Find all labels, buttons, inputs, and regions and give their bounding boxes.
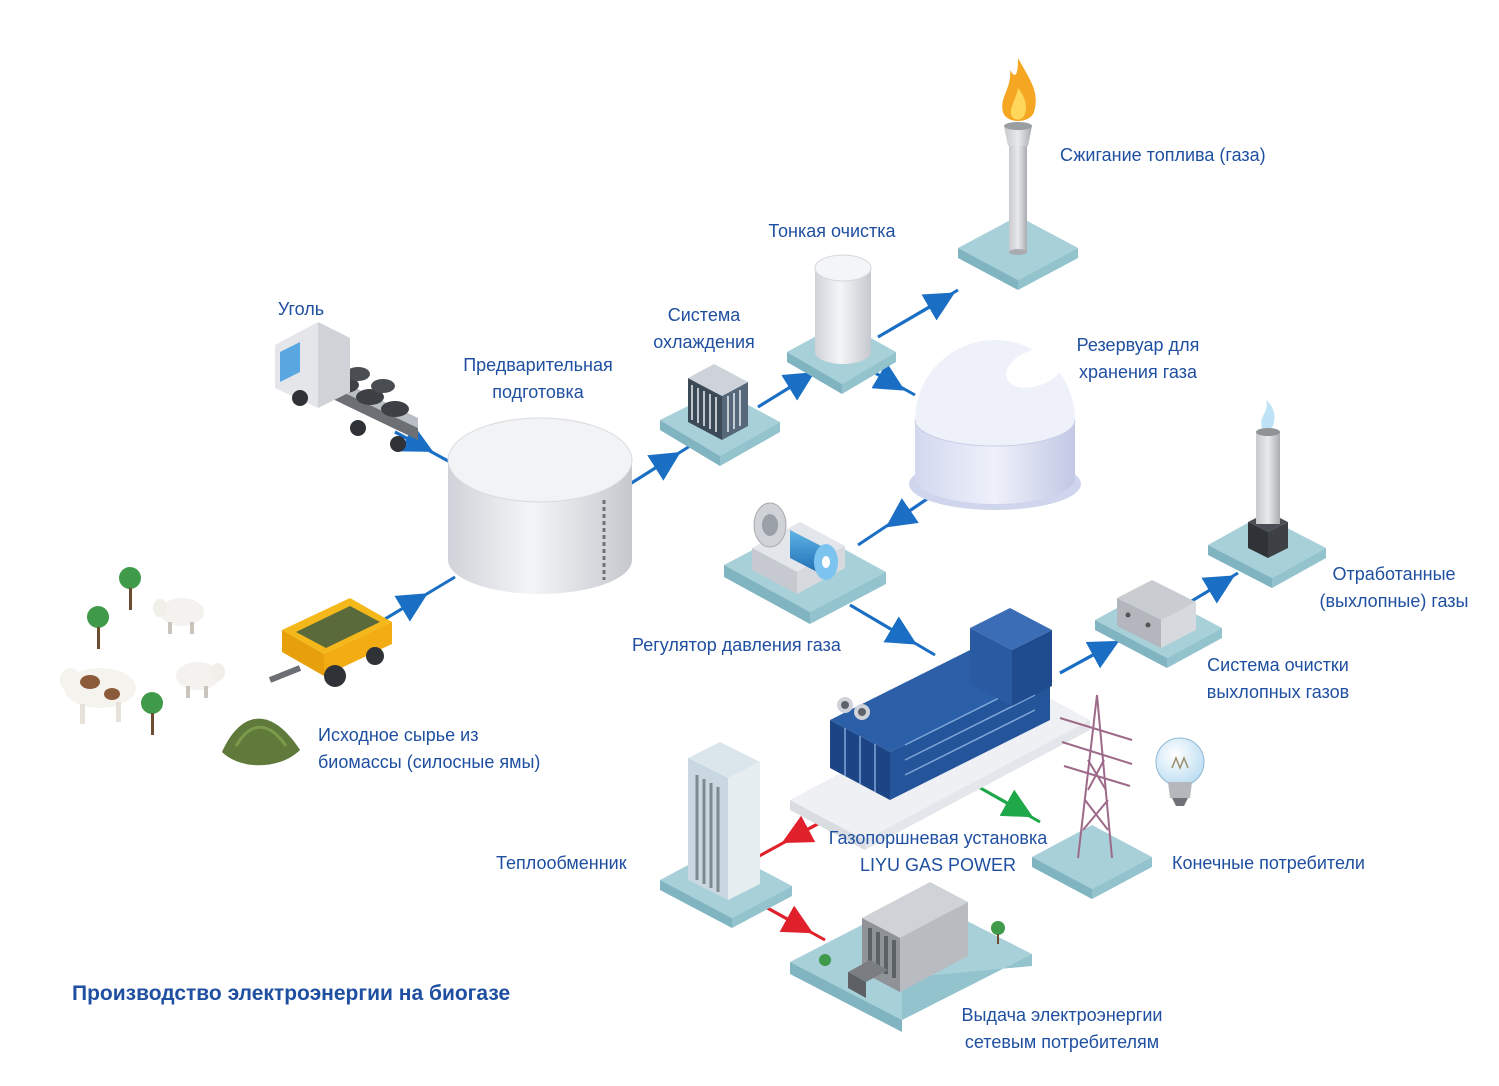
tree-icon bbox=[87, 567, 163, 735]
label-grid-output: Выдача электроэнергии сетевым потребител… bbox=[961, 1005, 1163, 1052]
label-biomass: Исходное сырье из биомассы (силосные ямы… bbox=[318, 725, 541, 772]
chimney-icon bbox=[1208, 400, 1326, 588]
gas-holder-dome-icon bbox=[909, 340, 1081, 510]
silage-pile-icon bbox=[222, 718, 300, 766]
label-fine-purification: Тонкая очистка bbox=[768, 221, 896, 241]
heat-exchanger-icon bbox=[660, 742, 792, 928]
label-exhaust-gases: Отработанные (выхлопные) газы bbox=[1319, 564, 1469, 611]
power-pylon-icon bbox=[1032, 694, 1152, 899]
purifier-cylinder-icon bbox=[787, 254, 896, 394]
page-title: Производство электроэнергии на биогазе bbox=[72, 982, 511, 1005]
label-coal: Уголь bbox=[277, 299, 325, 319]
cooling-unit-icon bbox=[660, 364, 780, 466]
label-heat-exchanger: Теплообменник bbox=[496, 853, 627, 873]
label-cooling-system: Система охлаждения bbox=[653, 305, 755, 352]
trailer-icon bbox=[268, 598, 392, 687]
pressure-regulator-icon bbox=[724, 502, 886, 624]
label-pressure-regulator: Регулятор давления газа bbox=[632, 635, 841, 655]
cow-icon bbox=[60, 668, 136, 724]
truck-icon bbox=[275, 322, 418, 452]
label-gas-engine: Газопоршневая установка LIYU GAS POWER bbox=[828, 828, 1048, 875]
label-pretreatment: Предварительная подготовка bbox=[463, 355, 613, 402]
label-exhaust-cleaning: Система очистки выхлопных газов bbox=[1206, 655, 1350, 702]
light-bulb-icon bbox=[1155, 737, 1205, 806]
office-building-icon bbox=[790, 882, 1032, 1032]
sheep-icon bbox=[153, 598, 225, 698]
gas-engine-icon bbox=[790, 608, 1090, 850]
flare-stack-icon bbox=[958, 58, 1078, 290]
label-gas-storage: Резервуар для хранения газа bbox=[1076, 335, 1200, 382]
label-end-consumers: Конечные потребители bbox=[1172, 853, 1365, 873]
label-flare: Сжигание топлива (газа) bbox=[1060, 145, 1266, 165]
digester-tank-icon bbox=[447, 417, 633, 594]
power-flow-lines bbox=[974, 783, 1041, 824]
exhaust-cleaner-box-icon bbox=[1095, 580, 1222, 668]
